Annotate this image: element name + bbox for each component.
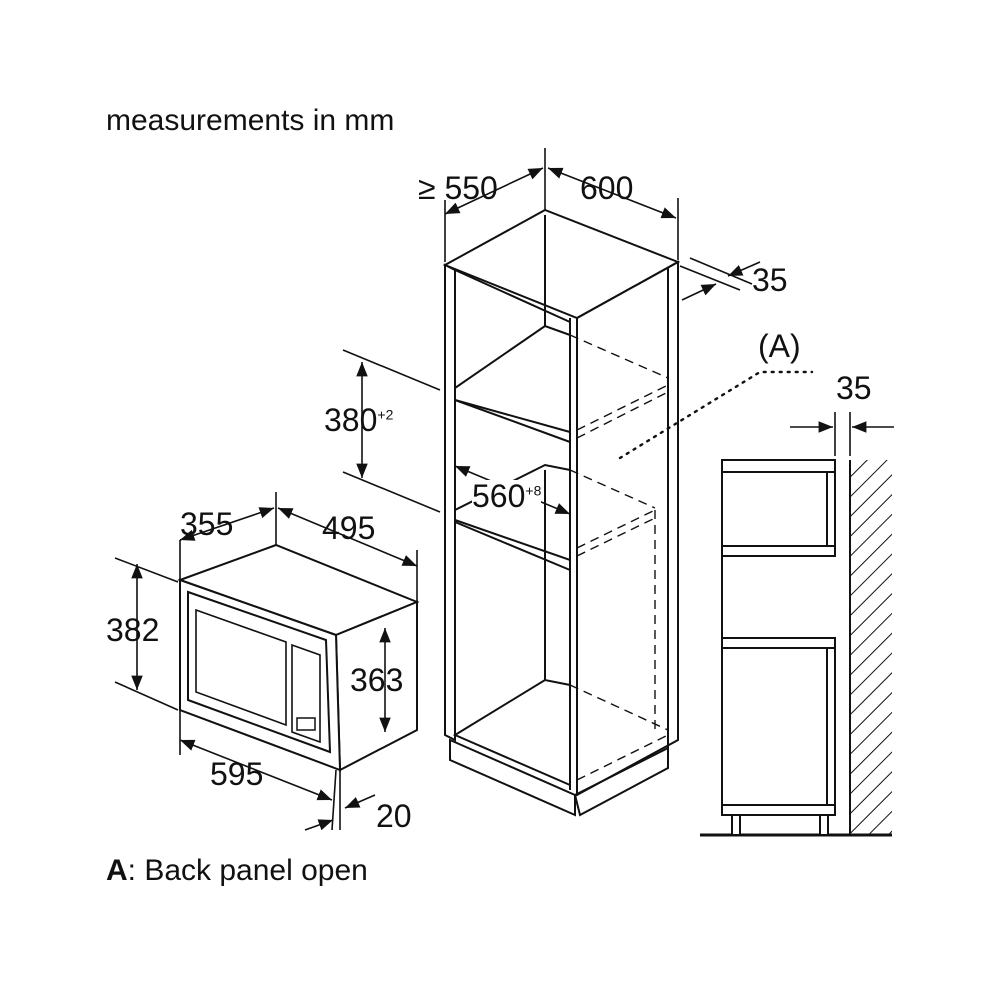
microwave-display [296,717,316,731]
cabinet-depth-min-value: 550 [444,170,498,206]
cabinet-plinth [449,738,576,817]
cabinet-side-panel [576,260,679,797]
microwave-height-total-label: 382 [106,612,160,648]
legend: A: Back panel open [106,856,368,886]
microwave-dimensions [114,492,418,831]
niche-height-tolerance: +2 [377,406,394,423]
niche-height-label: 380+2 [324,404,393,436]
detail-leader [618,370,814,460]
detail-gap-label: 35 [836,370,872,406]
microwave-frame-label: 20 [376,798,412,834]
microwave-door-window [195,608,287,727]
legend-text: : Back panel open [127,854,368,887]
cabinet-left-post [444,263,456,742]
niche-width-value: 560 [472,478,526,514]
cabinet-back-gap-label: 35 [752,262,788,298]
detail-a-label: (A) [758,328,801,364]
microwave-width-label: 595 [210,756,264,792]
niche-width-tolerance: +8 [525,482,542,499]
legend-key: A [106,854,128,887]
microwave-drawing [177,543,420,772]
microwave-depth-body-label: 495 [322,510,376,546]
detail-a-dimensions [790,412,894,456]
cabinet-dimensions [342,148,761,515]
cabinet-width-label: 600 [580,170,634,206]
cabinet-hidden-lines [569,334,669,781]
cabinet-upper-shelf [454,324,571,434]
greater-equal-symbol: ≥ [418,170,436,206]
cabinet-top [442,208,681,320]
cabinet-drawing [442,208,681,817]
niche-height-value: 380 [324,402,378,438]
detail-a-drawing [700,459,892,837]
units-note: measurements in mm [106,104,395,137]
microwave-depth-total-label: 355 [180,506,234,542]
niche-width-label: 560+8 [472,478,542,514]
cabinet-depth-min-label: ≥ 550 [418,172,498,204]
microwave-height-body-label: 363 [350,662,404,698]
wall-hatched [850,460,892,836]
